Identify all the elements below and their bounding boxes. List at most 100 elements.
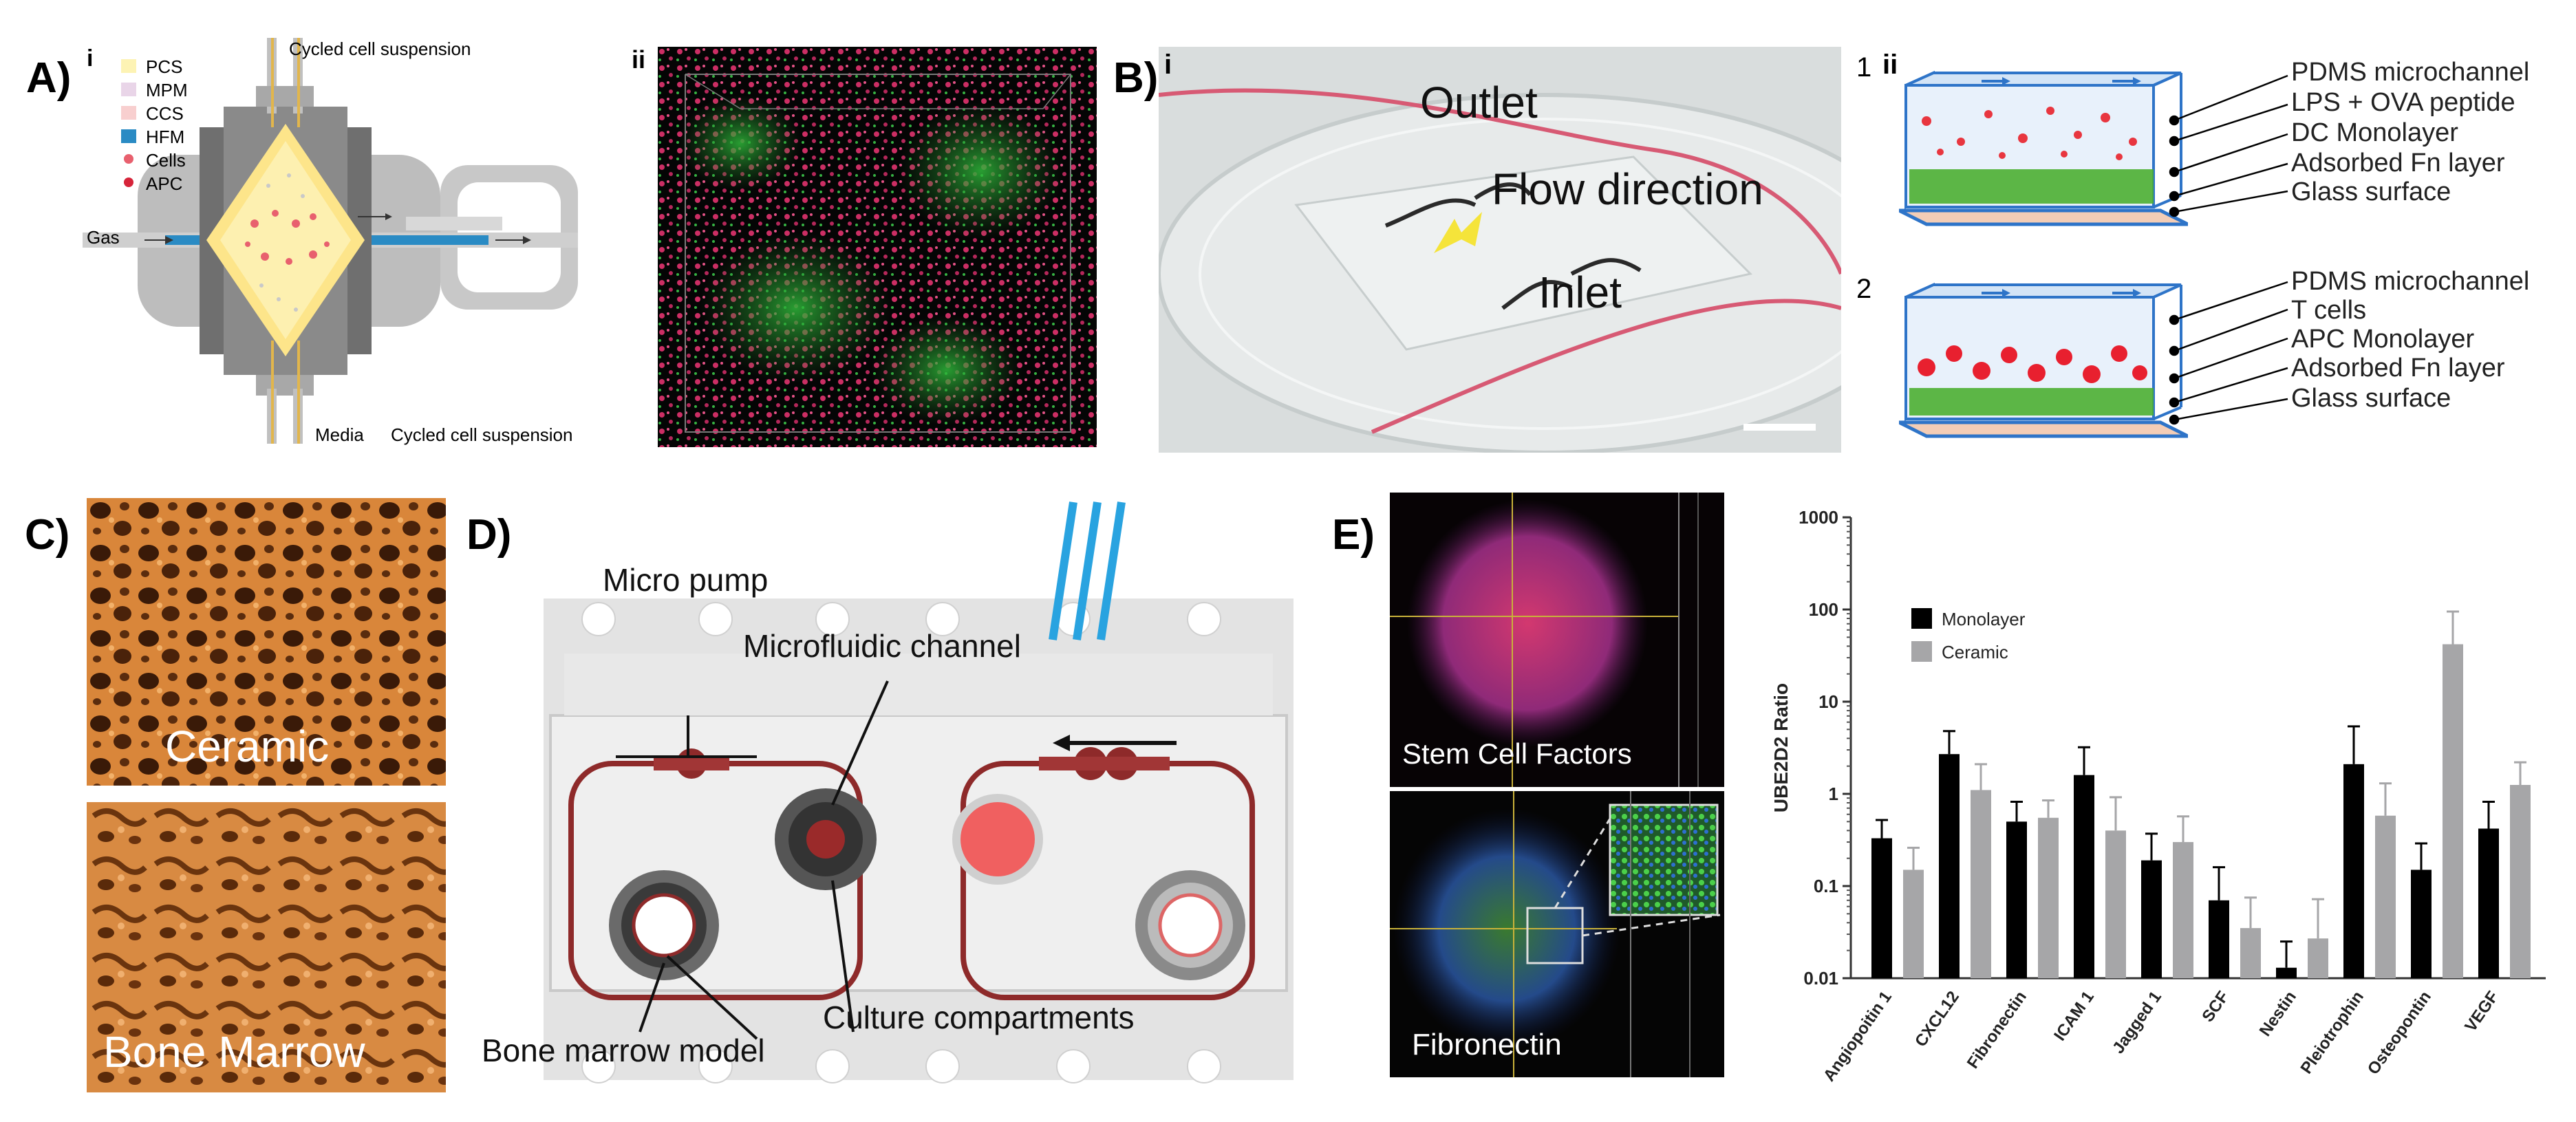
label-bone-marrow-model: Bone marrow model	[482, 1033, 765, 1068]
confocal-label-top: Stem Cell Factors	[1402, 737, 1632, 770]
bar	[2038, 817, 2059, 978]
photo-label-inlet: Inlet	[1538, 268, 1622, 317]
category-label: ICAM 1	[2050, 988, 2098, 1044]
bar	[2141, 860, 2162, 978]
bar	[1903, 870, 1924, 978]
schematic1-label: PDMS microchannel	[2291, 58, 2530, 87]
sem-image-ceramic	[87, 498, 446, 786]
chart-bars	[1871, 644, 2531, 978]
schematic-leader-lines	[2169, 74, 2288, 425]
panel-label-b: B)	[1113, 54, 1159, 102]
bar	[2240, 928, 2261, 978]
legend-swatch-mpm	[121, 83, 136, 96]
bioreactor-schematic	[83, 38, 605, 457]
schematic2-label: T cells	[2291, 296, 2367, 325]
y-tick-label: 0.01	[1803, 968, 1838, 989]
category-label: Pleiotrophin	[2297, 988, 2367, 1077]
legend-label: Ceramic	[1942, 642, 2008, 662]
y-tick-label: 100	[1809, 599, 1838, 620]
legend-swatch-apc	[124, 177, 133, 187]
panel-label-e: E)	[1332, 511, 1375, 559]
photo-label-flow: Flow direction	[1492, 164, 1763, 214]
bar	[2105, 830, 2126, 978]
legend-swatch-hfm	[121, 129, 136, 143]
bar	[1871, 838, 1892, 978]
schematic-2	[1898, 278, 2189, 443]
legend-label: CCS	[146, 103, 184, 124]
bar	[2209, 900, 2229, 978]
bar	[2006, 821, 2027, 978]
panel-label-a: A)	[26, 54, 72, 102]
sublabel-b-ii-2: 2	[1856, 274, 1872, 304]
sem-label-ceramic: Ceramic	[165, 722, 330, 771]
schematic1-label: LPS + OVA peptide	[2291, 88, 2515, 117]
schematic1-label: DC Monolayer	[2291, 118, 2458, 147]
category-label: Fibronectin	[1964, 988, 2030, 1072]
sem-image-bone-marrow	[87, 802, 446, 1092]
chip-photo	[1159, 47, 1841, 453]
bar	[2443, 644, 2463, 978]
sublabel-b-i: i	[1164, 50, 1172, 80]
bar	[2276, 967, 2297, 978]
label-micro-pump: Micro pump	[603, 562, 769, 598]
sublabel-b-ii: ii	[1882, 50, 1898, 80]
sem-label-bone-marrow: Bone Marrow	[103, 1027, 365, 1077]
bar	[1939, 754, 1960, 978]
legend-label: HFM	[146, 127, 185, 147]
label-gas: Gas	[87, 227, 120, 248]
confocal-image-stem-cell-factors	[1390, 493, 1724, 787]
category-label: Angiopoitin 1	[1820, 988, 1896, 1085]
legend-label: PCS	[146, 56, 183, 77]
y-tick-label: 1	[1829, 784, 1838, 804]
legend-swatch	[1911, 608, 1932, 629]
legend-label: Cells	[146, 150, 186, 171]
bar	[2343, 764, 2364, 978]
legend-label: Monolayer	[1942, 609, 2026, 629]
category-label: Jagged 1	[2109, 988, 2165, 1057]
schematic1-label: Glass surface	[2291, 177, 2451, 206]
label-microfluidic-channel: Microfluidic channel	[743, 628, 1021, 664]
label-cycled-top: Cycled cell suspension	[289, 39, 471, 59]
legend-label: MPM	[146, 80, 188, 100]
panel-label-d: D)	[466, 511, 512, 559]
chart-error-bars	[1876, 610, 2526, 968]
legend-swatch	[1911, 641, 1932, 662]
y-axis-label: UBE2D2 Ratio	[1770, 683, 1792, 812]
legend-swatch-ccs	[121, 106, 136, 120]
bar	[2173, 842, 2193, 978]
y-tick-label: 1000	[1799, 507, 1838, 528]
fluorescence-3d-image	[658, 47, 1097, 447]
bar	[2375, 815, 2396, 978]
y-tick-label: 0.1	[1814, 876, 1838, 896]
category-label: CXCL12	[1911, 988, 1963, 1050]
bar	[2074, 775, 2094, 978]
schematic2-label: PDMS microchannel	[2291, 267, 2530, 296]
sublabel-a-ii: ii	[632, 45, 646, 74]
label-culture-compartments: Culture compartments	[823, 1000, 1135, 1035]
schematic2-label: Adsorbed Fn layer	[2291, 354, 2505, 382]
sublabel-b-ii-1: 1	[1856, 52, 1872, 83]
category-label: SCF	[2198, 988, 2233, 1026]
legend-label: APC	[146, 173, 183, 194]
label-media: Media	[315, 424, 364, 445]
bar	[1971, 790, 1991, 978]
chip-schematic	[544, 482, 1294, 1101]
bar	[2510, 785, 2531, 978]
confocal-image-fibronectin	[1390, 791, 1724, 1077]
legend-swatch-pcs	[121, 59, 136, 73]
legend-swatch-cells	[124, 154, 133, 164]
sublabel-a-i: i	[87, 45, 94, 72]
photo-label-outlet: Outlet	[1420, 78, 1538, 127]
confocal-label-bottom: Fibronectin	[1412, 1028, 1562, 1061]
label-cycled-bottom: Cycled cell suspension	[391, 424, 573, 445]
schematic1-label: Adsorbed Fn layer	[2291, 149, 2505, 177]
bar	[2478, 828, 2499, 978]
schematic2-label: Glass surface	[2291, 384, 2451, 413]
bar	[2308, 938, 2328, 978]
schematic-1	[1898, 66, 2189, 231]
legend-a: PCS MPM CCS HFM Cells APC	[121, 56, 204, 211]
schematic2-label: APC Monolayer	[2291, 325, 2475, 354]
